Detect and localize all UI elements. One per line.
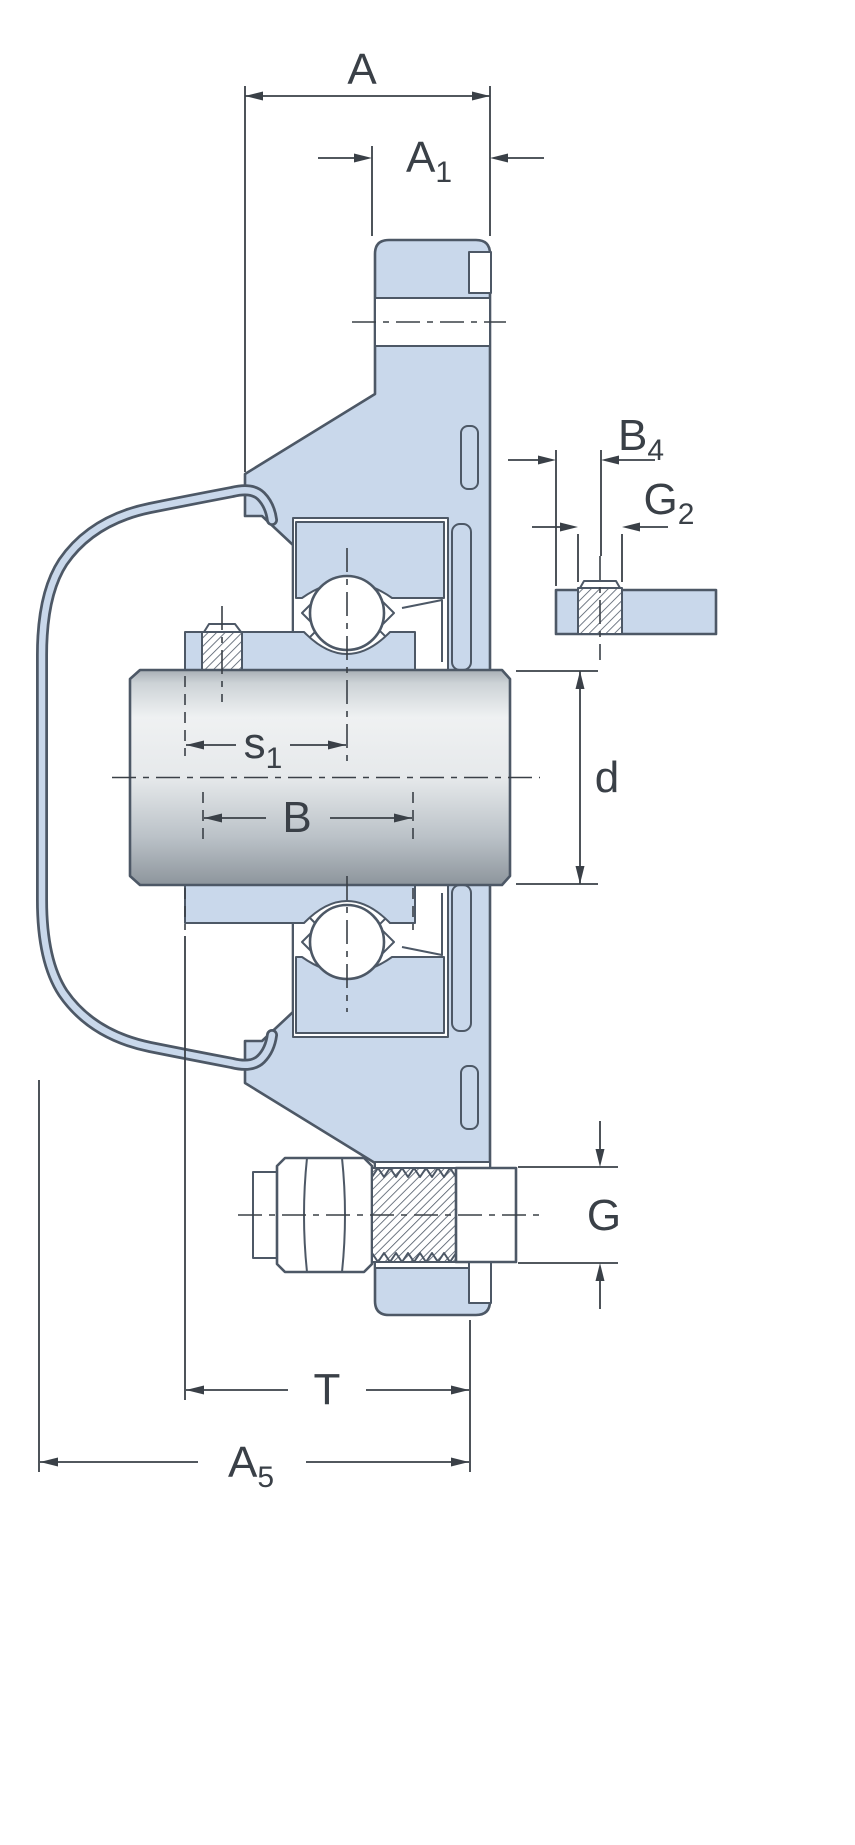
hidden-edges [184, 676, 414, 930]
bolt-thread-crest-top [371, 1167, 457, 1178]
grub-screw-detail [554, 580, 718, 636]
dimension-A5: A5 [40, 1438, 469, 1494]
extension-lines [38, 86, 623, 1472]
dimension-G2: G2 [532, 475, 694, 532]
dimension-A: A [245, 45, 490, 101]
dim-label-G2: G2 [644, 475, 695, 531]
flinger [401, 599, 443, 662]
dimension-A1: A1 [318, 133, 544, 189]
dim-label-G: G [587, 1191, 621, 1240]
dim-label-d: d [595, 753, 619, 802]
dim-label-B: B [282, 793, 311, 842]
detail-screw-crest [579, 580, 621, 589]
bolt-thread-crest-bottom [371, 1252, 457, 1263]
dimension-T: T [186, 1365, 469, 1414]
dimension-B4: B4 [508, 411, 664, 467]
bolt-head [275, 1156, 374, 1274]
flange-top-notch [468, 251, 492, 294]
dimension-B: B [204, 793, 412, 842]
flange-rib-bottom [460, 1065, 479, 1130]
dim-label-T: T [314, 1365, 341, 1414]
dim-label-A5: A5 [228, 1438, 274, 1494]
flange-rib-top [460, 425, 479, 490]
end-cover [36, 484, 278, 1071]
dimension-d: d [575, 671, 619, 884]
dim-label-s1: s1 [244, 719, 283, 775]
dim-label-B4: B4 [618, 411, 664, 467]
dim-label-A: A [347, 45, 377, 94]
flange-bottom-notch [468, 1261, 492, 1304]
dimension-s1: s1 [186, 719, 346, 775]
dim-label-A1: A1 [406, 133, 452, 189]
seal-carrier [451, 523, 472, 671]
centerlines [112, 321, 601, 1216]
dimension-G: G [587, 1121, 621, 1309]
